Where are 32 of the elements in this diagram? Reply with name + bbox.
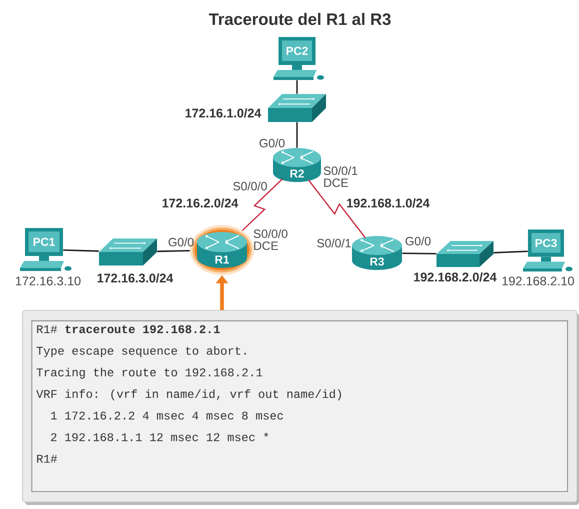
cable	[402, 252, 436, 254]
computer: PC3	[523, 230, 572, 272]
interface-label: S0/0/1	[317, 238, 351, 248]
switch-icon	[99, 238, 157, 266]
cable	[296, 122, 298, 148]
cable	[63, 249, 99, 252]
cable	[157, 250, 190, 252]
title: Traceroute del R1 al R3	[208, 12, 391, 26]
address-label: 172.16.3.10	[16, 276, 81, 286]
subnet-label: 172.16.1.0/24	[186, 108, 262, 118]
switch-icon	[268, 94, 326, 122]
computer: PC1	[20, 228, 72, 271]
subnet-label: 192.168.1.0/24	[347, 198, 430, 208]
terminal-window: R1# traceroute 192.168.2.1 Type escape sequence to abort. Tracing the route to 192.168.2.1 VRF info: (vrf in name/id, vrf out name/id) 1 172.16.2.2 4 msec 4 msec 8 msec 2 192.168.1.1 12 msec 12 msec * R1#	[22, 310, 579, 505]
subnet-label: 192.168.2.0/24	[414, 272, 497, 282]
interface-label: G0/0	[260, 138, 285, 148]
interface-label: G0/0	[406, 236, 431, 246]
serial-link	[242, 178, 283, 231]
cable	[494, 250, 528, 254]
router: R2	[273, 148, 321, 182]
switch-icon	[436, 241, 494, 267]
interface-label: S0/0/1 DCE	[324, 166, 358, 187]
subnet-label: 172.16.2.0/24	[162, 198, 238, 208]
cable	[296, 80, 298, 94]
subnet-label: 172.16.3.0/24	[98, 273, 174, 283]
address-label: 192.168.2.10	[502, 276, 574, 286]
computer: PC2	[274, 37, 324, 80]
node-label: R2	[290, 169, 304, 178]
router: R3	[352, 236, 402, 270]
serial-link	[308, 180, 366, 238]
interface-label: S0/0/0 DCE	[254, 229, 288, 250]
interface-label: S0/0/0	[233, 182, 267, 190]
